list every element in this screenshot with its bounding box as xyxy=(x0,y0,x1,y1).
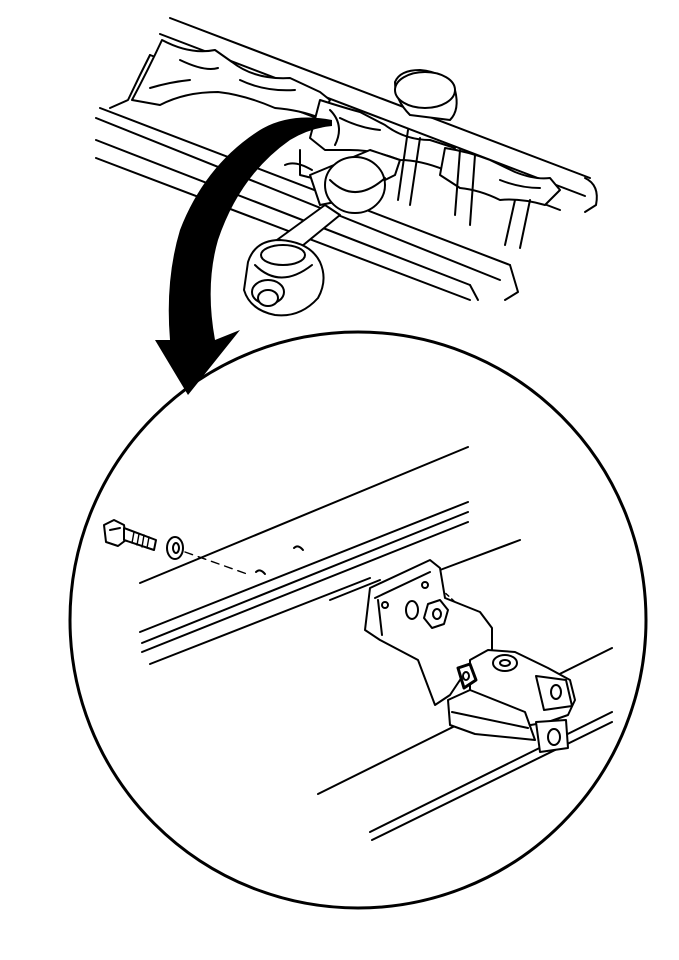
wheel-hub-far xyxy=(394,69,458,121)
rail-end-left xyxy=(109,54,151,109)
frame-webbing xyxy=(284,109,476,226)
frame-rail-near xyxy=(95,107,519,301)
nut-washer xyxy=(405,599,449,629)
washer xyxy=(166,536,184,560)
detail-contents xyxy=(103,446,613,841)
frame-rail-detail xyxy=(139,446,521,665)
detail-circle xyxy=(68,330,648,910)
alignment-line xyxy=(184,551,251,576)
magnifier-arrow xyxy=(155,117,332,396)
frame-assembly xyxy=(95,17,598,317)
rail-end-cut xyxy=(469,284,479,301)
wheel-hub-near xyxy=(243,239,325,317)
axle xyxy=(269,149,401,261)
crossmember-left xyxy=(131,39,331,119)
bolt xyxy=(103,519,157,551)
sensor-module xyxy=(447,649,576,753)
crossmember-right xyxy=(439,147,561,249)
mounting-holes xyxy=(255,545,304,575)
